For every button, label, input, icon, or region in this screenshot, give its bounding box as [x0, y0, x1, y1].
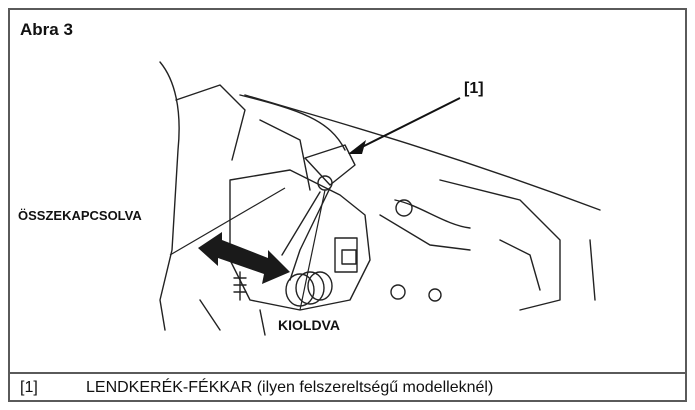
caption-row: [1] LENDKERÉK-FÉKKAR (ilyen felszereltsé…	[8, 372, 687, 402]
lever-plate	[304, 144, 356, 186]
mount-1	[390, 284, 406, 300]
mount-2	[428, 288, 442, 302]
engaged-leader	[169, 187, 286, 256]
mount-bolt	[233, 271, 247, 301]
cover-inner	[259, 119, 311, 191]
linkage	[379, 214, 471, 251]
bracket	[334, 237, 358, 273]
caption-text: LENDKERÉK-FÉKKAR (ilyen felszereltségű m…	[86, 379, 494, 396]
double-arrow	[198, 232, 290, 284]
right-detail	[499, 239, 541, 291]
housing-curve	[239, 94, 346, 151]
spring-coil-1	[285, 273, 315, 307]
engaged-label: ÖSSZEKAPCSOLVA	[18, 208, 142, 223]
callout-arrowhead	[348, 140, 366, 154]
bracket-inner	[341, 249, 357, 265]
callout-label: [1]	[464, 80, 484, 97]
housing-outline	[159, 61, 180, 331]
spring-coil-3	[307, 271, 333, 301]
released-leader	[299, 189, 326, 311]
right-foot	[589, 239, 596, 301]
caption-number: [1]	[20, 379, 38, 396]
cover-line	[244, 94, 601, 211]
callout-arrow	[351, 97, 461, 153]
lever-arm2	[281, 191, 321, 256]
housing-edge	[175, 84, 246, 161]
right-body	[439, 179, 561, 311]
figure-frame	[8, 8, 687, 402]
lever-body	[229, 169, 371, 311]
rod	[394, 199, 471, 229]
figure-title: Abra 3	[20, 20, 73, 39]
base-line	[199, 299, 266, 336]
released-label: KIOLDVA	[278, 317, 340, 333]
rod-end	[395, 199, 413, 217]
lever-arm	[289, 187, 331, 281]
spring-coil-2	[295, 271, 325, 305]
